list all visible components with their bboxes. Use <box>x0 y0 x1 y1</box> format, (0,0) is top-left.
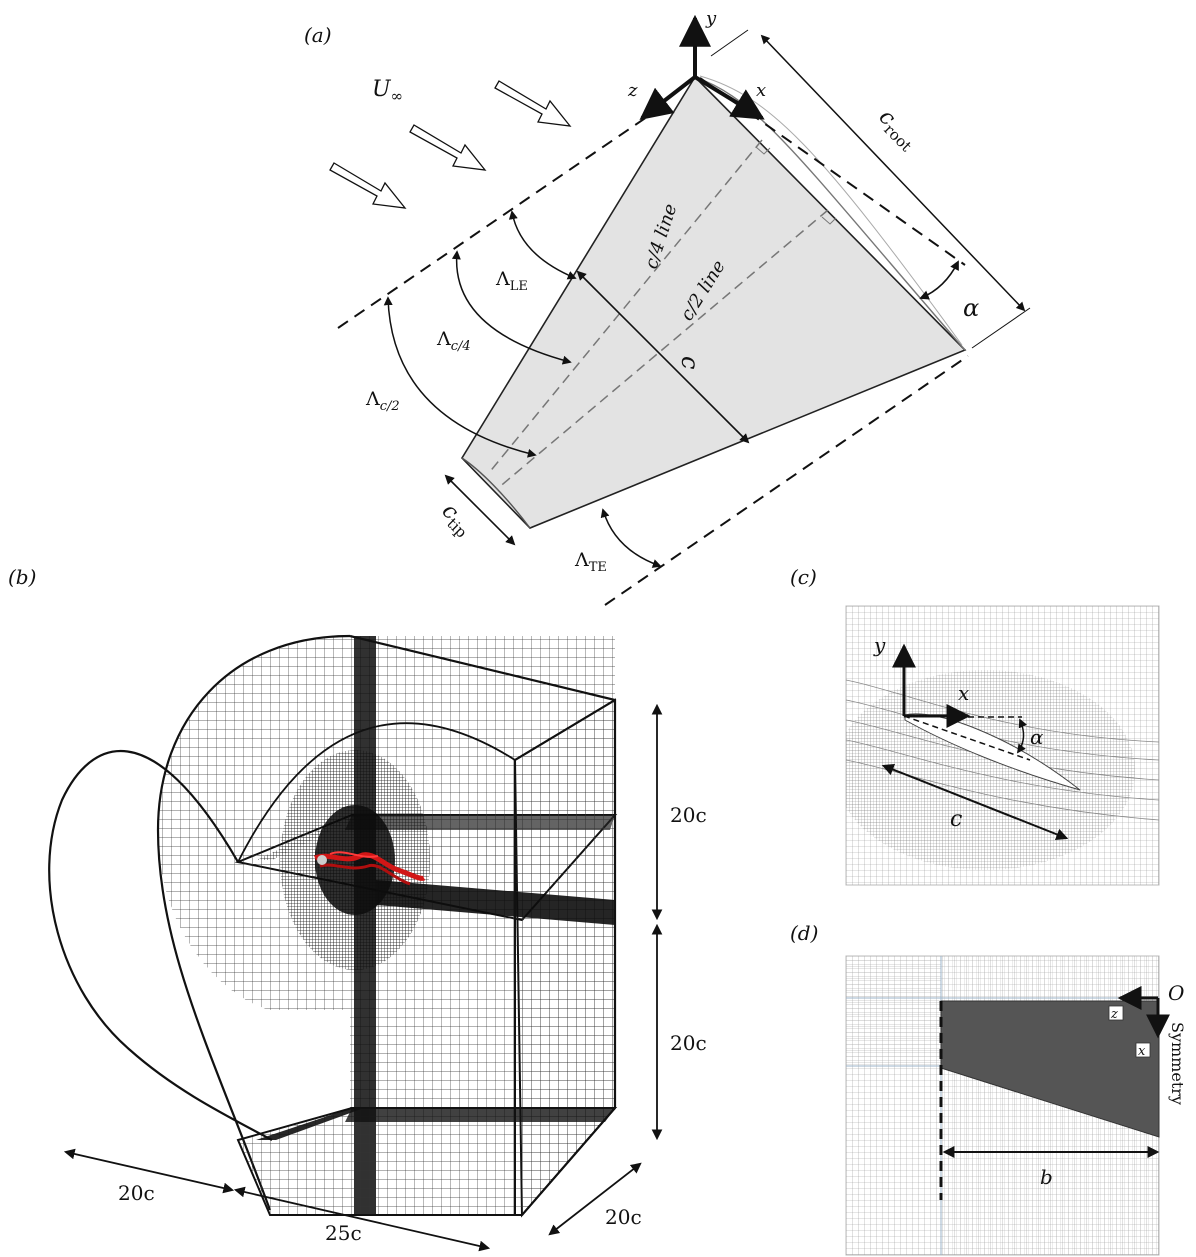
axis-x-label-d: x <box>1138 1044 1146 1059</box>
axis-z-label-d: z <box>1110 1007 1118 1022</box>
tip-chord-label: ctip <box>435 499 478 542</box>
alpha-arc-c <box>1016 718 1028 754</box>
alpha-arc <box>919 260 959 300</box>
chord-label-c: c <box>950 807 962 832</box>
axis-z-label-a: z <box>627 80 638 101</box>
sweep-c2-label: Λc/2 <box>365 388 400 414</box>
te-reference-line <box>604 355 969 606</box>
chord-label-a: c <box>676 356 704 369</box>
alpha-label-a: α <box>963 294 979 322</box>
freestream-arrows <box>329 80 572 209</box>
sweep-te-label: ΛTE <box>574 549 607 575</box>
panel-label-c: (c) <box>790 565 817 589</box>
axis-y-label-c: y <box>873 633 886 657</box>
dim-downstream-label: 25c <box>325 1221 362 1245</box>
sweep-le-arc <box>508 210 577 280</box>
dim-downstream-arrow <box>233 1186 491 1252</box>
alpha-label-c: α <box>1030 725 1044 749</box>
freestream-label: U∞ <box>372 77 403 105</box>
dim-span-arrow <box>548 1162 642 1236</box>
svg-text:c: c <box>676 356 704 369</box>
dim-span-label: 20c <box>605 1205 642 1229</box>
panel-label-b: (b) <box>8 565 36 589</box>
axis-x-label-a: x <box>756 80 766 101</box>
chord-dimension-c <box>881 763 1069 841</box>
chord-dimension <box>576 270 750 444</box>
svg-text:Symmetry: Symmetry <box>1168 1022 1187 1105</box>
inlet-boundary-outer <box>48 750 273 1141</box>
svg-text:croot: croot <box>872 105 923 156</box>
symmetry-label: Symmetry <box>1168 1022 1187 1105</box>
root-chord-label: croot <box>872 105 923 156</box>
axis-x-label-c: x <box>958 681 969 705</box>
sweep-te-arc <box>600 508 662 568</box>
span-label: b <box>1040 1165 1053 1189</box>
panel-c-airfoil-mesh: y x α c <box>845 605 1160 886</box>
panel-a-wing-diagram: y x z U∞ croot ctip α c c/4 line c/2 lin… <box>329 8 1031 606</box>
origin-label: O <box>1168 981 1184 1005</box>
tip-chord-dimension <box>444 474 516 546</box>
bottom-plane-near <box>236 1107 618 1216</box>
panel-b-domain-mesh: 20c 20c 20c 25c 20c <box>48 634 707 1252</box>
panel-d-planform-mesh: z x O Symmetry b <box>845 955 1187 1256</box>
svg-text:ctip: ctip <box>435 499 478 542</box>
dim-upstream-label: 20c <box>118 1181 155 1205</box>
vortex-isosurface <box>314 851 426 886</box>
panel-label-a: (a) <box>304 23 332 47</box>
sweep-c4-label: Λc/4 <box>436 328 471 354</box>
root-chord-dimension <box>760 34 1026 312</box>
sweep-le-label: ΛLE <box>495 268 528 294</box>
panel-label-d: (d) <box>790 921 818 945</box>
wing-planform <box>460 75 967 529</box>
le-reference-line <box>337 107 661 329</box>
axes-triad-a <box>639 14 765 120</box>
sweep-c2-arc <box>383 296 537 458</box>
inlet-boundary-upper <box>156 634 351 1211</box>
dim-upstream-arrow <box>63 1148 235 1194</box>
axis-y-label-a: y <box>705 8 717 29</box>
planform-shape <box>940 1000 1160 1138</box>
chord-line-c <box>903 715 1031 761</box>
dim-lower-label: 20c <box>670 1031 707 1055</box>
dim-upper-label: 20c <box>670 803 707 827</box>
